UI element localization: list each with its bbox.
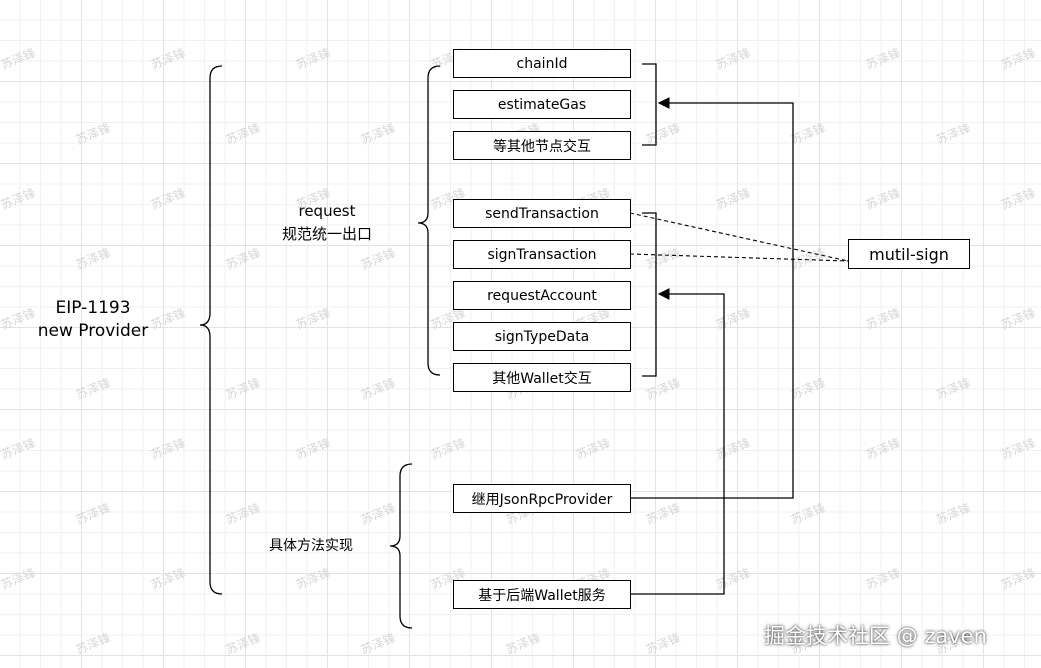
dash-send-to-multisig [629, 212, 849, 262]
impl-box-jsonrpcprovider: 继用JsonRpcProvider [453, 484, 631, 513]
method-box-sendtransaction: sendTransaction [453, 199, 631, 228]
request-group-label: request 规范统一出口 [252, 200, 402, 246]
root-label-line1: EIP-1193 [55, 298, 131, 318]
method-box-requestaccount: requestAccount [453, 281, 631, 310]
credit-watermark: 掘金技术社区 @ zaven [764, 624, 987, 648]
multisig-box: mutil-sign [848, 239, 970, 269]
impl-box-backend-wallet: 基于后端Wallet服务 [453, 580, 631, 609]
impl-brace [389, 463, 413, 629]
method-box-other-node: 等其他节点交互 [453, 131, 631, 160]
wallet-methods-bracket [642, 212, 657, 377]
method-box-other-wallet: 其他Wallet交互 [453, 363, 631, 392]
backend-wallet-arrow [630, 288, 725, 595]
root-label-line2: new Provider [37, 321, 149, 341]
method-box-chainid: chainId [453, 49, 631, 78]
jsonrpc-arrow [630, 97, 794, 499]
node-methods-bracket [642, 63, 657, 146]
request-group-line2: 规范统一出口 [281, 225, 372, 243]
impl-group-label: 具体方法实现 [269, 538, 353, 554]
request-brace [417, 65, 441, 376]
dash-sign-to-multisig [629, 253, 849, 262]
root-label: EIP-1193 new Provider [18, 297, 168, 343]
method-box-signtransaction: signTransaction [453, 240, 631, 269]
method-box-signtypedata: signTypeData [453, 322, 631, 351]
request-group-line1: request [298, 202, 356, 220]
root-brace [199, 65, 223, 595]
method-box-estimategas: estimateGas [453, 90, 631, 119]
